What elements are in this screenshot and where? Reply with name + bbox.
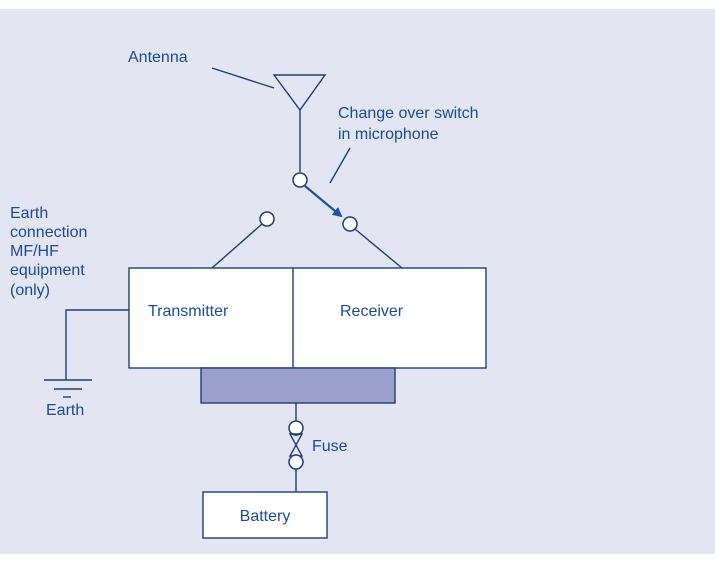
antenna-leader-line [211, 67, 275, 89]
fuse-symbol [288, 433, 304, 457]
battery-box [202, 491, 328, 539]
earth-label: Earth [46, 402, 84, 419]
earth-wire [65, 309, 129, 380]
switch-label-line-1: Change over switch [338, 105, 479, 122]
switch-leader-line [329, 147, 351, 184]
receiver-switch-lead [354, 228, 403, 269]
switch-label-line-2: in microphone [338, 126, 439, 143]
earth-connection-label-line-5: (only) [10, 282, 50, 299]
battery-label: Battery [240, 508, 291, 525]
antenna-symbol [272, 74, 327, 112]
fuse-upper-terminal [288, 420, 304, 436]
switch-arrow [304, 185, 343, 218]
transmitter-switch-lead [211, 223, 263, 269]
transceiver-box [128, 267, 487, 369]
switch-common-terminal [292, 172, 308, 188]
earth-connection-label-line-2: connection [10, 224, 87, 241]
transmitter-switch-terminal [259, 211, 275, 227]
receiver-switch-terminal [342, 216, 358, 232]
fuse-label: Fuse [312, 438, 348, 455]
receiver-label: Receiver [340, 303, 404, 320]
power-unit-block [200, 367, 396, 404]
earth-connection-label-line-4: equipment [10, 262, 85, 279]
transmitter-label: Transmitter [148, 303, 229, 320]
earth-connection-label-line-3: MF/HF [10, 243, 59, 260]
antenna-label: Antenna [128, 49, 188, 66]
fuse-lower-terminal [288, 454, 304, 470]
earth-connection-label-line-1: Earth [10, 205, 48, 222]
